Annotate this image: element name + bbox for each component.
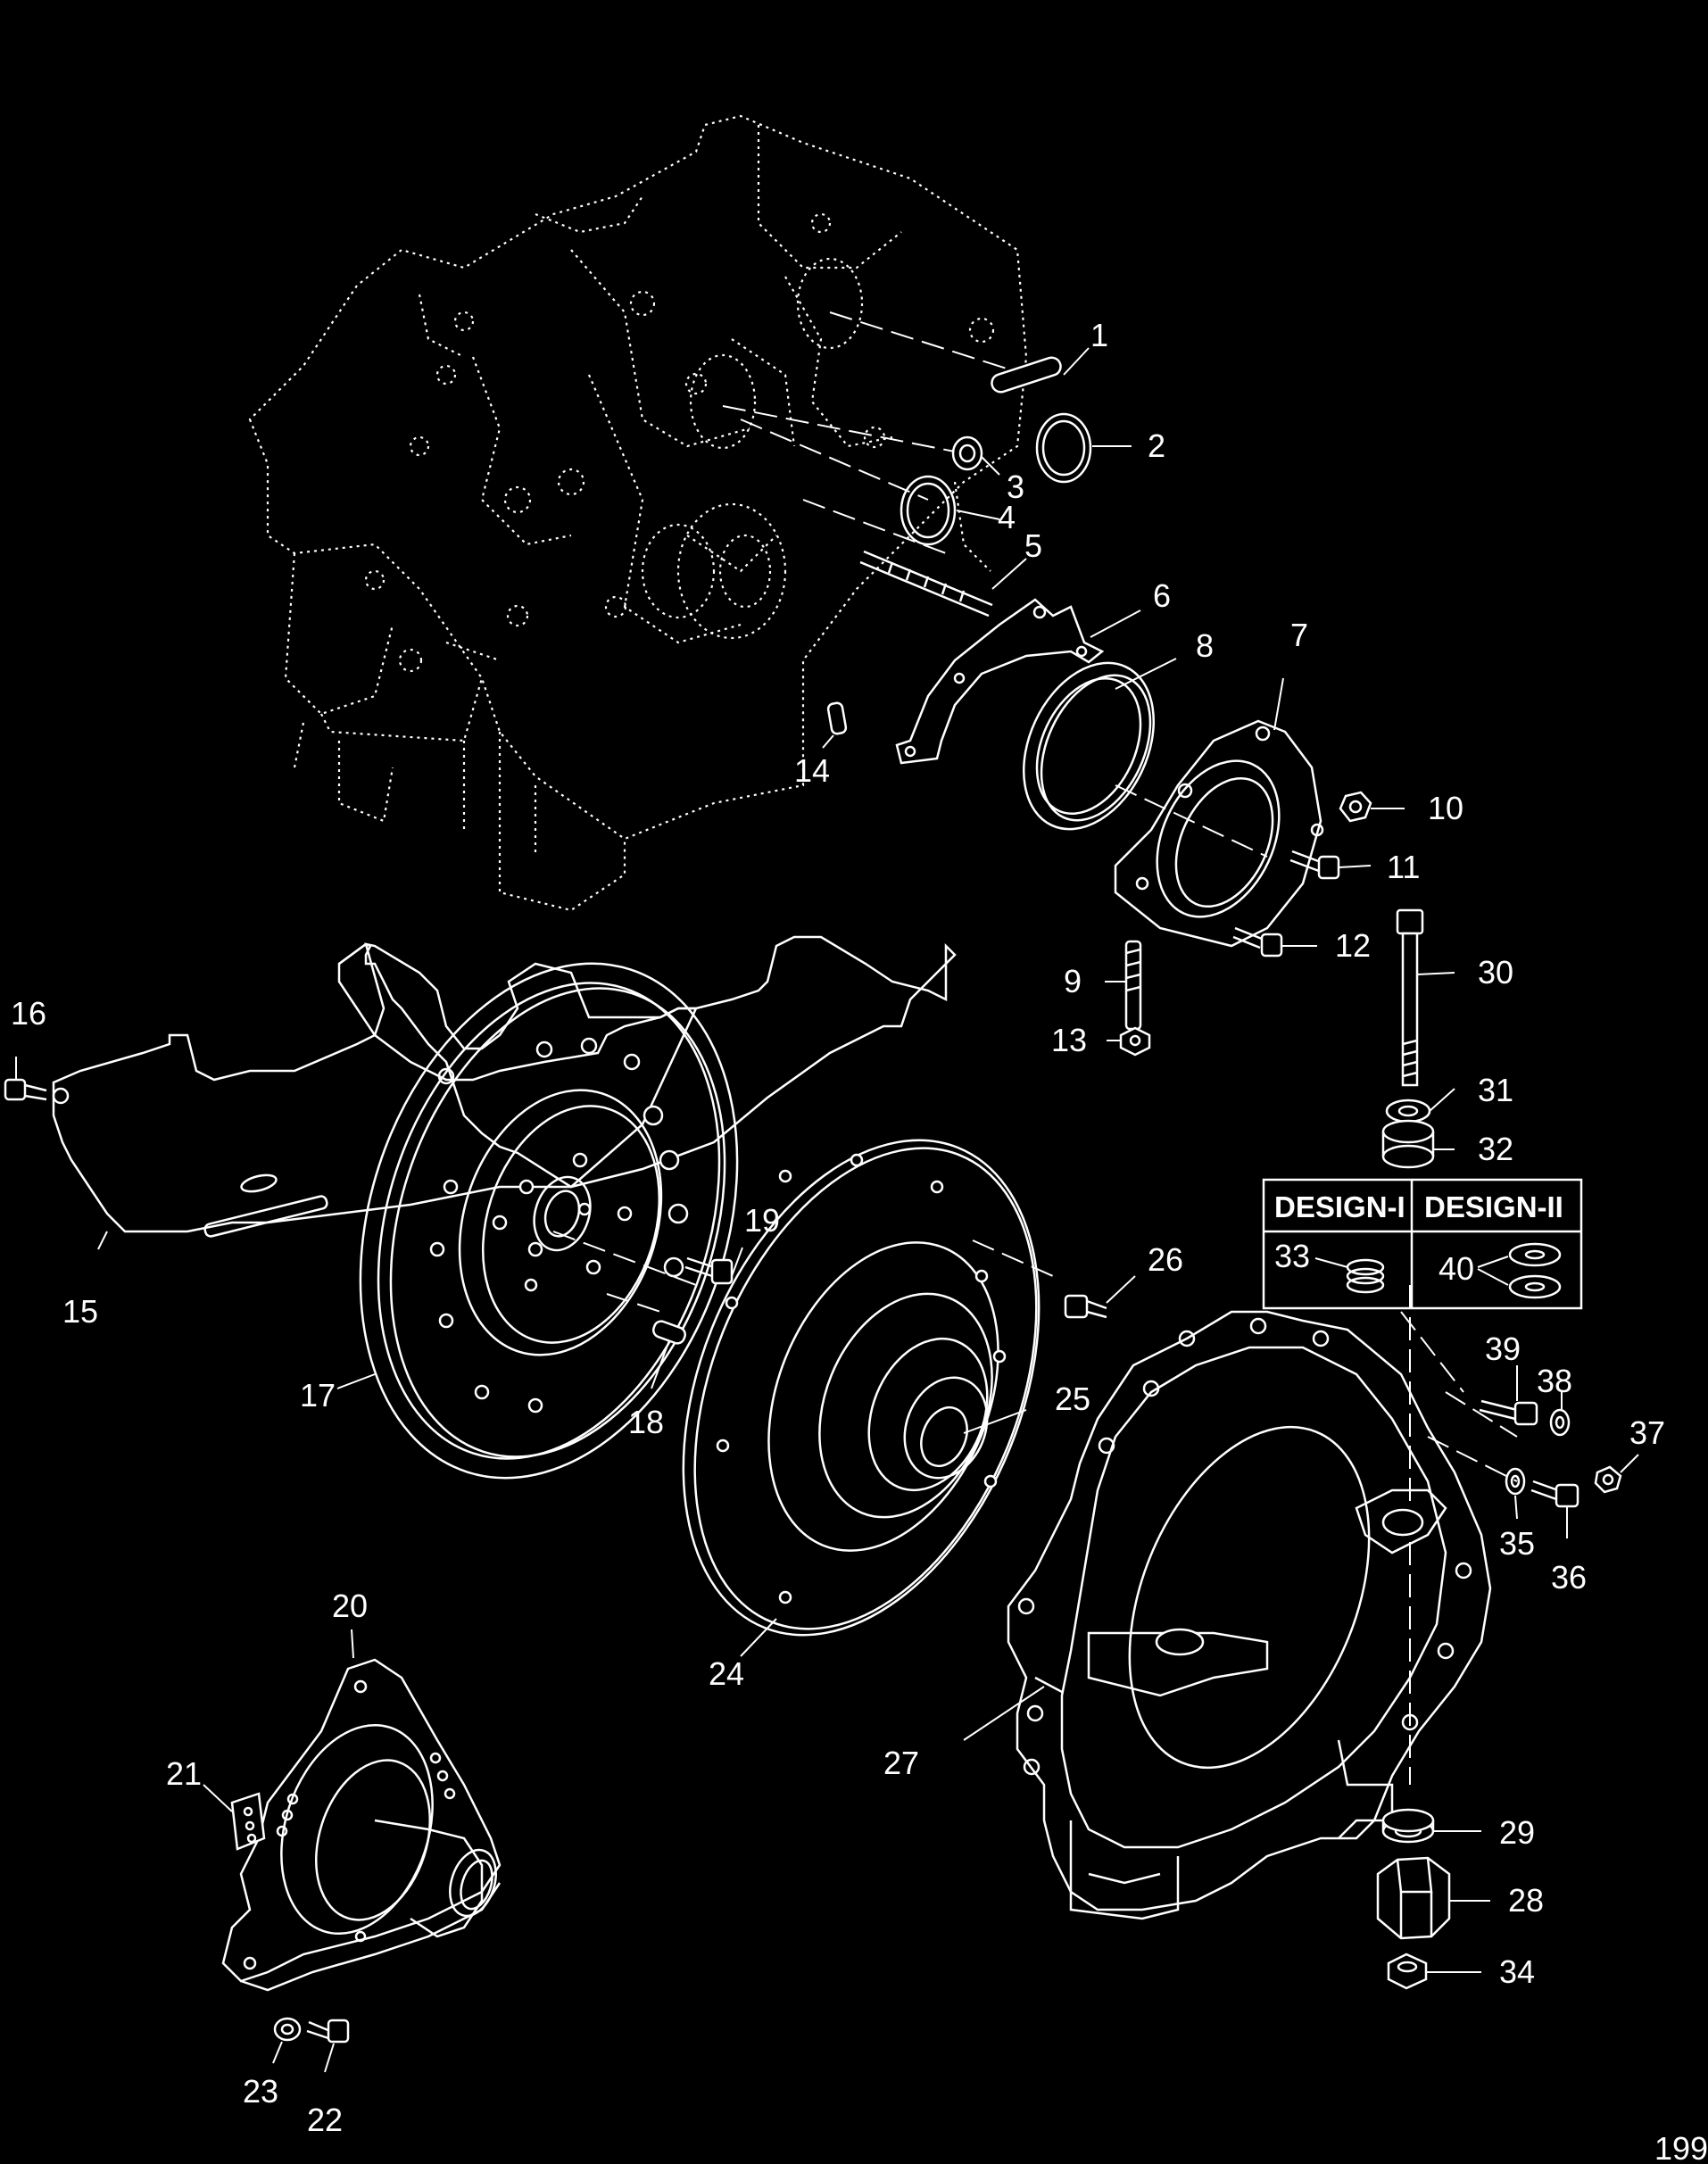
callout-39: 39 (1485, 1331, 1521, 1367)
callout-17: 17 (300, 1377, 336, 1414)
nut-37 (1594, 1465, 1622, 1494)
rear-main-seal-8 (1022, 661, 1156, 831)
callout-25: 25 (1055, 1380, 1090, 1417)
seal-housing-7 (1114, 719, 1324, 948)
callout-36: 36 (1551, 1559, 1587, 1596)
dowel-pin-1 (991, 356, 1062, 394)
design-box: DESIGN-I DESIGN-II 33 40 (1262, 1178, 1583, 1310)
flywheel-housing-27 (1007, 1310, 1492, 1920)
mount-28 (1376, 1856, 1451, 1940)
callout-11: 11 (1387, 849, 1420, 885)
bolt-36 (1530, 1480, 1579, 1508)
washer-38 (1549, 1408, 1571, 1437)
spacer-32 (1381, 1119, 1435, 1169)
callout-12: 12 (1335, 927, 1371, 964)
callout-7: 7 (1290, 617, 1308, 653)
callout-38: 38 (1537, 1363, 1572, 1399)
figure-number: 1990 (1654, 2130, 1708, 2164)
callout-1: 1 (1090, 317, 1108, 353)
callout-15: 15 (62, 1293, 98, 1330)
bolt-26 (1064, 1294, 1107, 1319)
bolt-11 (1289, 850, 1340, 880)
flywheel-bolt-holes (429, 1037, 689, 1414)
pin-14 (826, 701, 848, 735)
callout-26: 26 (1148, 1241, 1183, 1278)
bolt-16 (4, 1078, 47, 1101)
callout-numbers: 1 2 3 4 5 6 7 8 9 10 11 12 13 14 15 16 1… (11, 317, 1665, 2138)
callout-14: 14 (794, 752, 830, 789)
bolt-22 (306, 2019, 350, 2044)
washer-35 (1505, 1467, 1526, 1496)
callout-8: 8 (1196, 627, 1214, 664)
washer-23 (273, 2017, 302, 2042)
callout-23: 23 (243, 2073, 278, 2110)
plug-3 (951, 435, 983, 471)
callout-13: 13 (1051, 1022, 1087, 1058)
gasket-6 (895, 598, 1105, 765)
callout-2: 2 (1148, 427, 1165, 464)
design-1-label: DESIGN-I (1274, 1190, 1405, 1223)
stud-39 (1479, 1399, 1538, 1426)
nut-34 (1387, 1953, 1428, 1990)
callout-6: 6 (1153, 577, 1171, 614)
design-2-label: DESIGN-II (1424, 1190, 1563, 1223)
engine-block-phantom (248, 114, 1028, 912)
dowel-18 (652, 1320, 686, 1345)
callout-21: 21 (166, 1755, 202, 1792)
callout-40: 40 (1439, 1250, 1474, 1287)
leader-lines (15, 347, 1639, 2073)
coupler-plate-20 (221, 1658, 502, 1992)
callout-9: 9 (1064, 963, 1082, 999)
callout-20: 20 (332, 1588, 368, 1624)
callout-34: 34 (1499, 1953, 1535, 1990)
flywheel-cover-15 (52, 935, 957, 1238)
callout-32: 32 (1478, 1131, 1513, 1167)
stud-9 (1124, 940, 1142, 1031)
nut-13 (1119, 1026, 1151, 1057)
callout-5: 5 (1024, 527, 1042, 564)
washer-29 (1381, 1808, 1435, 1844)
callout-4: 4 (998, 499, 1016, 535)
bolt-12 (1232, 926, 1283, 958)
flywheel-17 (359, 962, 739, 1480)
drive-plate-24 (682, 1139, 1041, 1637)
callout-22: 22 (307, 2102, 343, 2138)
block-21 (230, 1792, 266, 1851)
washer-31 (1385, 1099, 1431, 1123)
callout-3: 3 (1007, 468, 1024, 505)
callout-24: 24 (709, 1655, 744, 1692)
callout-27: 27 (883, 1745, 919, 1781)
callout-30: 30 (1478, 954, 1513, 991)
bolt-19 (684, 1256, 734, 1285)
nut-10 (1339, 791, 1372, 823)
callout-10: 10 (1428, 790, 1463, 826)
stud-5 (859, 550, 993, 618)
callout-35: 35 (1499, 1525, 1535, 1562)
callout-33: 33 (1274, 1238, 1310, 1274)
alignment-dashes (552, 311, 1518, 1785)
callout-19: 19 (744, 1202, 780, 1239)
callout-29: 29 (1499, 1814, 1535, 1851)
o-ring-2 (1035, 412, 1092, 484)
callout-18: 18 (628, 1404, 664, 1440)
o-ring-4 (900, 475, 957, 546)
callout-31: 31 (1478, 1072, 1513, 1108)
bolt-30 (1396, 908, 1424, 1087)
callout-16: 16 (11, 995, 46, 1032)
callout-37: 37 (1629, 1414, 1665, 1451)
callout-28: 28 (1508, 1882, 1544, 1919)
